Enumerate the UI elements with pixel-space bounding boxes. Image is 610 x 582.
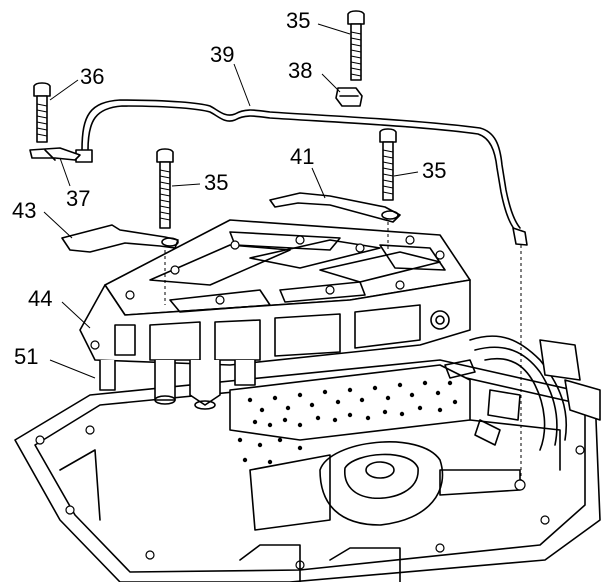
callout-35-mid: 35 (204, 170, 229, 195)
callout-51: 51 (14, 344, 39, 369)
callout-37: 37 (66, 186, 91, 211)
bracket-41 (269, 192, 401, 223)
callout-35-top: 35 (286, 8, 311, 33)
callout-35-right: 35 (422, 158, 447, 183)
callout-41: 41 (290, 144, 315, 169)
valve-body (79, 219, 471, 410)
pipe-39 (75, 99, 528, 246)
separator-plate (229, 364, 471, 465)
clip-38 (335, 87, 363, 107)
bolt-36 (33, 82, 51, 143)
bolt-35-right (379, 128, 397, 201)
callout-44: 44 (28, 286, 53, 311)
callout-43: 43 (12, 198, 37, 223)
callout-39: 39 (210, 42, 235, 67)
leader-lines (43, 23, 419, 379)
wiring-harness (444, 335, 601, 451)
alignment-lines (164, 222, 522, 480)
bolt-35-top (347, 10, 365, 81)
bracket-43 (61, 224, 179, 253)
callout-36: 36 (80, 64, 105, 89)
clip-37 (29, 147, 81, 161)
bolt-35-mid (156, 148, 174, 229)
callout-38: 38 (288, 58, 313, 83)
